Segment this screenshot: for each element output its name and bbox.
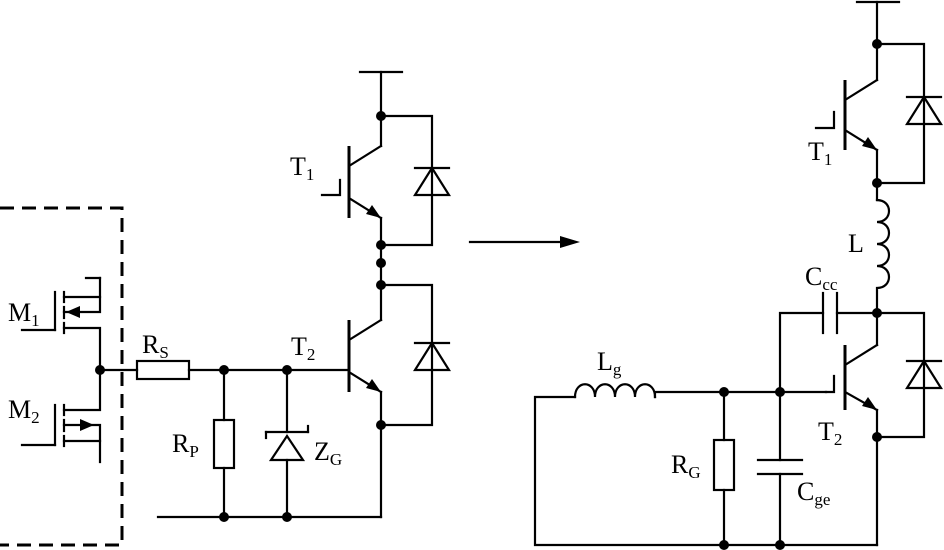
inductor-lg xyxy=(573,383,657,399)
igbt-t2-right xyxy=(824,311,943,547)
label-zg: ZG xyxy=(314,437,342,469)
transform-arrow xyxy=(468,236,580,248)
label-rp: RP xyxy=(172,429,199,461)
label-t1: T1 xyxy=(290,152,314,184)
label-t2-right: T2 xyxy=(818,417,842,449)
label-l: L xyxy=(848,229,864,258)
label-cge: Cge xyxy=(797,477,830,509)
resistor-rs xyxy=(135,359,191,381)
zener-zg xyxy=(264,368,310,519)
label-t1-right: T1 xyxy=(808,137,832,169)
label-t2: T2 xyxy=(291,332,315,364)
igbt-t2 xyxy=(347,283,451,519)
label-rs: RS xyxy=(142,330,169,362)
resistor-rg xyxy=(712,438,736,492)
label-m2: M2 xyxy=(8,395,40,427)
label-lg: Lg xyxy=(597,347,622,379)
label-rg: RG xyxy=(671,450,701,482)
igbt-t1-right xyxy=(814,0,943,202)
label-m1: M1 xyxy=(8,298,40,330)
mosfet-m2 xyxy=(20,368,102,464)
mosfet-m1 xyxy=(20,276,102,372)
inductor-l xyxy=(875,198,891,315)
label-ccc: Ccc xyxy=(805,262,838,294)
resistor-rp xyxy=(212,418,236,470)
left-circuit: M1 M2 RS RP ZG T1 T2 xyxy=(0,70,451,547)
igbt-t1 xyxy=(320,70,451,290)
capacitor-cge xyxy=(756,390,804,550)
right-circuit: T1 L Ccc Lg RG Cge T2 xyxy=(533,0,943,550)
driver-box xyxy=(0,206,124,547)
capacitor-ccc xyxy=(778,291,879,394)
